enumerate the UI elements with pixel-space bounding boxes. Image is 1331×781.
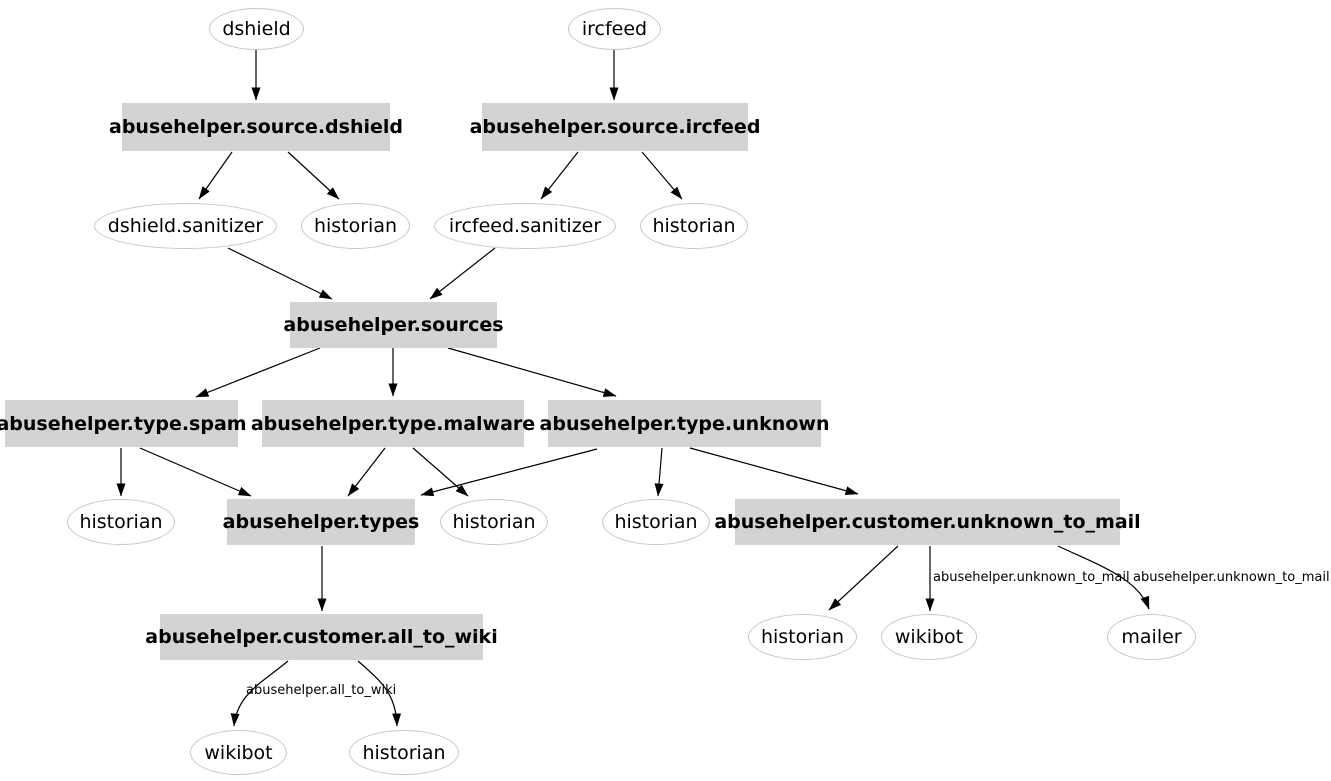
edge-sources-to-type-unknown	[447, 347, 617, 397]
edge-all-to-wiki-to-historian	[357, 660, 402, 727]
edge-source-ircfeed-to-historian	[641, 151, 683, 200]
edge-type-unknown-to-unknown-to-mail	[689, 447, 859, 496]
edge-type-spam-to-types	[139, 447, 252, 497]
edge-label-unknown-to-mail-2: abusehelper.unknown_to_mail	[1133, 570, 1330, 585]
edge-unknown-to-mail-to-mailer	[1057, 545, 1150, 610]
node-abusehelper-type-unknown: abusehelper.type.unknown	[540, 400, 829, 447]
edge-sources-to-type-spam	[195, 347, 321, 398]
node-historian-6: historian	[748, 614, 857, 660]
edge-type-unknown-to-historian	[654, 447, 664, 497]
edge-type-malware-to-historian	[412, 447, 469, 497]
edge-type-malware-to-types	[347, 447, 386, 497]
node-abusehelper-source-dshield: abusehelper.source.dshield	[109, 103, 403, 151]
node-mailer: mailer	[1107, 614, 1196, 660]
edge-dshield-sanitizer-to-sources	[227, 247, 333, 300]
edge-source-ircfeed-to-ircfeed-sanitizer	[540, 151, 579, 200]
edge-ircfeed-sanitizer-to-sources	[429, 247, 496, 300]
node-abusehelper-customer-unknown-to-mail: abusehelper.customer.unknown_to_mail	[714, 499, 1141, 545]
node-ircfeed: ircfeed	[568, 8, 661, 50]
node-ircfeed-sanitizer: ircfeed.sanitizer	[434, 203, 616, 249]
node-historian-4: historian	[440, 499, 548, 545]
node-abusehelper-types: abusehelper.types	[223, 499, 419, 545]
edge-source-dshield-to-historian	[287, 151, 340, 200]
edge-unknown-to-mail-to-historian	[828, 545, 899, 611]
edge-type-unknown-to-types	[420, 448, 598, 497]
node-abusehelper-type-malware: abusehelper.type.malware	[251, 400, 535, 447]
node-dshield: dshield	[209, 8, 304, 50]
edge-label-all-to-wiki: abusehelper.all_to_wiki	[246, 683, 397, 698]
node-wikibot-1: wikibot	[881, 614, 977, 660]
node-abusehelper-type-spam: abusehelper.type.spam	[0, 400, 247, 447]
node-historian-1: historian	[301, 203, 410, 249]
node-historian-3: historian	[67, 499, 175, 545]
node-abusehelper-customer-all-to-wiki: abusehelper.customer.all_to_wiki	[145, 614, 498, 660]
edge-source-dshield-to-dshield-sanitizer	[198, 151, 233, 200]
node-abusehelper-sources: abusehelper.sources	[283, 302, 504, 348]
node-wikibot-2: wikibot	[190, 730, 287, 775]
node-historian-5: historian	[602, 499, 710, 545]
edge-all-to-wiki-to-wikibot	[230, 660, 289, 727]
node-dshield-sanitizer: dshield.sanitizer	[94, 203, 277, 249]
node-abusehelper-source-ircfeed: abusehelper.source.ircfeed	[470, 103, 760, 151]
edge-label-unknown-to-mail-1: abusehelper.unknown_to_mail	[933, 570, 1130, 585]
node-historian-2: historian	[640, 203, 748, 249]
node-historian-7: historian	[349, 730, 459, 775]
